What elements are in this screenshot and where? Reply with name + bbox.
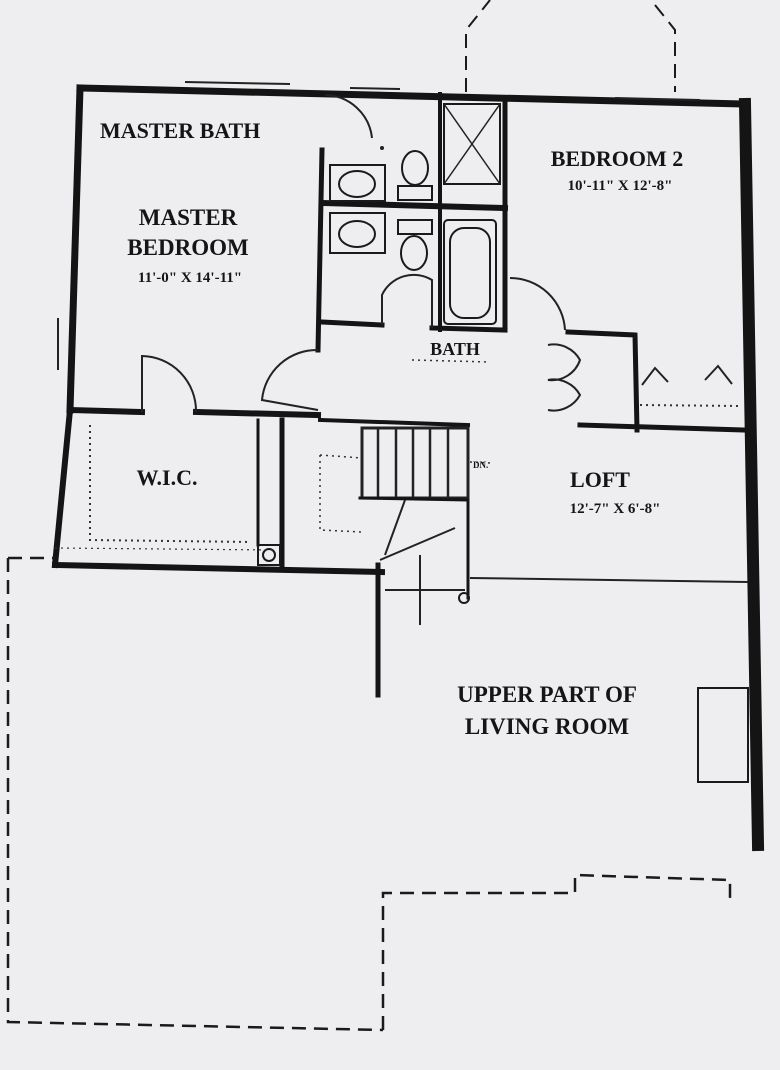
closet-shelves: [89, 364, 741, 566]
loft-label: LOFT: [570, 467, 630, 492]
master-bedroom-dimensions: 11'-0" X 14'-11": [138, 270, 242, 286]
bath-label: BATH: [430, 339, 480, 359]
bedroom2-label: BEDROOM 2: [551, 146, 684, 171]
dormer-outline: [465, 0, 676, 92]
lower-floor-outline: [6, 547, 732, 1032]
loft-dimensions: 12'-7" X 6'-8": [570, 501, 661, 517]
interior-walls: [66, 92, 748, 568]
staircase: [319, 426, 491, 625]
master-bath-fixtures: [329, 103, 501, 325]
windows: [57, 81, 701, 370]
master-bedroom-label-2: BEDROOM: [127, 235, 249, 260]
loft-rail: [469, 577, 749, 583]
master-bedroom-label-1: MASTER: [139, 205, 238, 230]
bedroom2-dimensions: 10'-11" X 12'-8": [568, 178, 673, 194]
bath-dotted-line: [411, 359, 491, 363]
wic-label: W.I.C.: [137, 465, 198, 490]
door-swings: [141, 94, 582, 413]
living-room-label-1: UPPER PART OF: [457, 682, 637, 707]
stair-down-label: DN.: [473, 460, 488, 470]
exterior-walls: [51, 84, 765, 852]
living-room-label-2: LIVING ROOM: [465, 714, 629, 739]
master-bath-label: MASTER BATH: [100, 118, 260, 143]
fireplace: [697, 687, 749, 783]
